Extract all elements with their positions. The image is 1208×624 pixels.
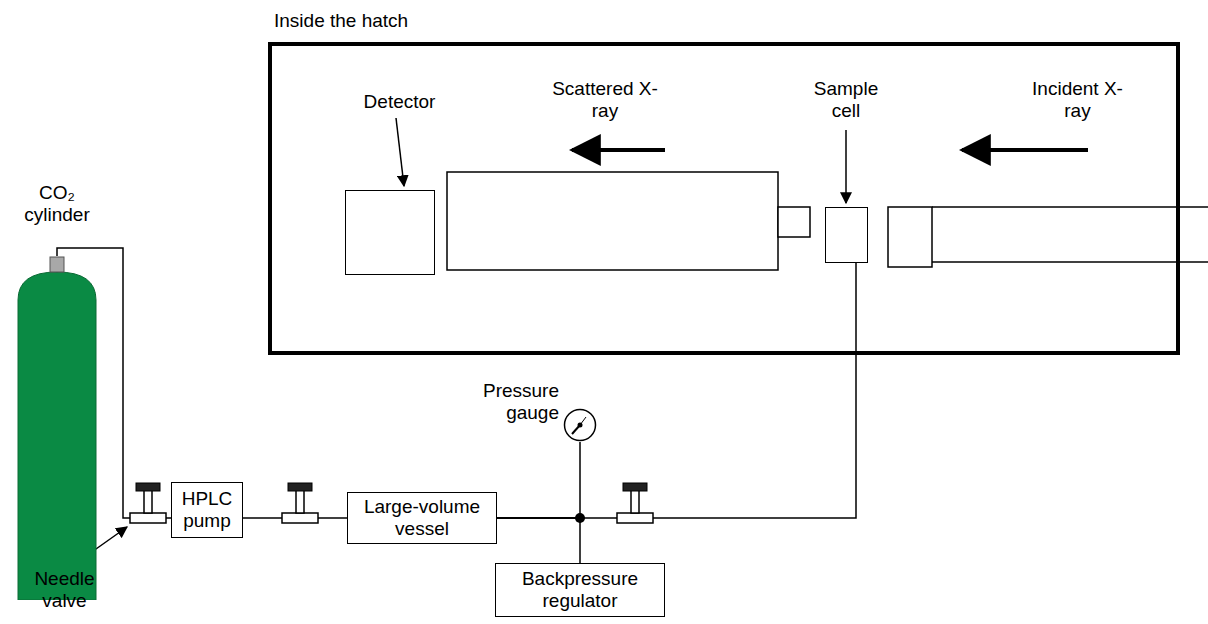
node-label: Backpressure regulator xyxy=(505,568,655,612)
collimator xyxy=(888,207,932,267)
part-label: Scattered X-ray xyxy=(545,78,665,122)
leader-arrow xyxy=(396,118,404,186)
needle-valve-symbol xyxy=(130,483,166,523)
junction-dot xyxy=(575,513,585,523)
node-label: CO₂ cylinder xyxy=(12,182,102,226)
incident-arrow xyxy=(962,148,1088,152)
pressure-gauge: Pressure gauge xyxy=(563,408,597,442)
co2-cylinder: CO₂ cylinder xyxy=(17,256,97,600)
vessel-box: Large-volume vessel xyxy=(347,492,497,544)
part-label: Incident X-ray xyxy=(1030,78,1125,122)
pipe xyxy=(497,442,580,518)
beam-pipe xyxy=(932,206,1208,208)
node-label: Inside the hatch xyxy=(274,10,574,32)
cylinder-drawing xyxy=(17,256,97,600)
regulator-box: Backpressure regulator xyxy=(495,563,665,617)
detector-box: Detector xyxy=(345,190,435,275)
pump-box: HPLC pump xyxy=(171,482,243,538)
beam-pipe xyxy=(932,261,1208,263)
flight-tube xyxy=(447,172,778,270)
gauge-drawing xyxy=(563,408,597,442)
node-label: Large-volume vessel xyxy=(355,496,490,540)
part-label: Needle valve xyxy=(22,568,107,612)
node-label: HPLC pump xyxy=(178,488,236,532)
tube-window xyxy=(778,207,810,237)
node-label: Sample cell xyxy=(801,78,891,122)
needle-valve-symbol xyxy=(282,483,318,523)
pipe xyxy=(497,518,580,563)
sample-cell: Sample cell xyxy=(825,207,868,263)
node-label: Pressure gauge xyxy=(469,380,559,424)
needle-valve-symbol xyxy=(617,483,653,523)
leader-arrow xyxy=(845,130,847,203)
scattered-arrow xyxy=(572,148,665,152)
node-label: Detector xyxy=(345,91,455,113)
